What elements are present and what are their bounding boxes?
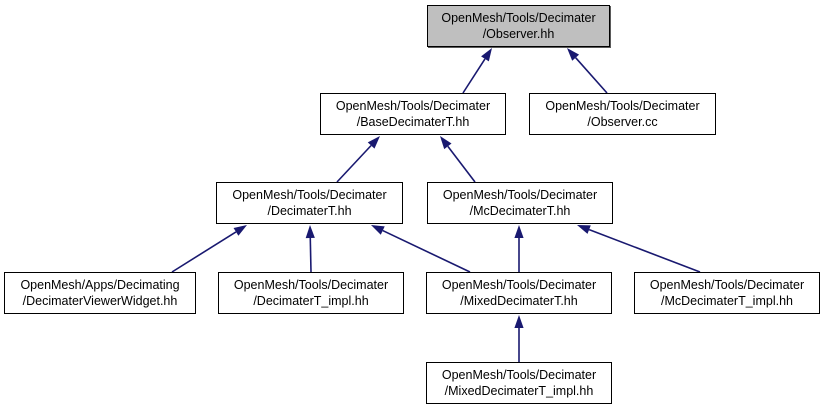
graph-node-label-line2: /Observer.cc bbox=[587, 115, 658, 129]
graph-edge-line bbox=[336, 144, 372, 183]
graph-edge-arrowhead bbox=[514, 225, 524, 238]
graph-node-label-line1: OpenMesh/Tools/Decimater bbox=[335, 99, 491, 113]
graph-node-label-line2: /MixedDecimaterT.hh bbox=[460, 294, 578, 308]
graph-node-observer-hh[interactable]: OpenMesh/Tools/Decimater/Observer.hh bbox=[427, 5, 610, 47]
graph-node-label-line2: /MixedDecimaterT_impl.hh bbox=[444, 384, 594, 398]
graph-node-basedecimatert-hh[interactable]: OpenMesh/Tools/Decimater/BaseDecimaterT.… bbox=[320, 93, 506, 135]
graph-node-decimaterviewerwidget-hh[interactable]: OpenMesh/Apps/Decimating/DecimaterViewer… bbox=[4, 272, 196, 314]
graph-node-decimatert-hh[interactable]: OpenMesh/Tools/Decimater/DecimaterT.hh bbox=[216, 182, 403, 224]
graph-node-label-line2: /DecimaterT_impl.hh bbox=[253, 294, 369, 308]
graph-node-mcdecimatert-impl-hh[interactable]: OpenMesh/Tools/Decimater/McDecimaterT_im… bbox=[634, 272, 820, 314]
graph-node-mixeddecimatert-hh[interactable]: OpenMesh/Tools/Decimater/MixedDecimaterT… bbox=[426, 272, 612, 314]
graph-edge-arrowhead bbox=[514, 315, 524, 328]
graph-edge-line bbox=[588, 228, 701, 273]
graph-node-label-line1: OpenMesh/Apps/Decimating bbox=[20, 278, 180, 292]
graph-node-label-line1: OpenMesh/Tools/Decimater bbox=[441, 278, 597, 292]
graph-edge-arrowhead bbox=[367, 136, 380, 149]
graph-edge-arrowhead bbox=[440, 136, 452, 150]
graph-edge-line bbox=[171, 231, 237, 273]
graph-node-decimatert-impl-hh[interactable]: OpenMesh/Tools/Decimater/DecimaterT_impl… bbox=[218, 272, 404, 314]
graph-node-label-line2: /DecimaterViewerWidget.hh bbox=[22, 294, 178, 308]
graph-edge-line bbox=[309, 237, 312, 273]
graph-node-label-line2: /McDecimaterT.hh bbox=[469, 204, 571, 218]
graph-edge-arrowhead bbox=[233, 225, 247, 236]
graph-node-label-line1: OpenMesh/Tools/Decimater bbox=[545, 99, 700, 113]
graph-edge-line bbox=[575, 57, 608, 94]
graph-node-label-line2: /McDecimaterT_impl.hh bbox=[661, 294, 793, 308]
graph-node-label-line1: OpenMesh/Tools/Decimater bbox=[441, 11, 596, 25]
graph-node-label-line2: /BaseDecimaterT.hh bbox=[356, 115, 470, 129]
graph-edge-line bbox=[462, 58, 486, 94]
graph-node-label-line1: OpenMesh/Tools/Decimater bbox=[441, 368, 597, 382]
graph-edge-line bbox=[447, 145, 476, 183]
graph-node-label-line1: OpenMesh/Tools/Decimater bbox=[442, 188, 598, 202]
graph-node-mcdecimatert-hh[interactable]: OpenMesh/Tools/Decimater/McDecimaterT.hh bbox=[427, 182, 613, 224]
graph-edge-arrowhead bbox=[481, 48, 492, 62]
graph-node-label-line2: /Observer.hh bbox=[482, 27, 555, 41]
graph-edge-arrowhead bbox=[305, 225, 315, 239]
graph-node-label-line1: OpenMesh/Tools/Decimater bbox=[232, 188, 387, 202]
graph-node-mixeddecimatert-impl-hh[interactable]: OpenMesh/Tools/Decimater/MixedDecimaterT… bbox=[426, 362, 612, 404]
graph-node-observer-cc[interactable]: OpenMesh/Tools/Decimater/Observer.cc bbox=[529, 93, 716, 135]
graph-edge-arrowhead bbox=[567, 48, 580, 61]
graph-node-label-line1: OpenMesh/Tools/Decimater bbox=[233, 278, 389, 292]
graph-edge-arrowhead bbox=[371, 225, 385, 235]
graph-edge-line bbox=[382, 229, 471, 273]
graph-node-label-line1: OpenMesh/Tools/Decimater bbox=[649, 278, 805, 292]
graph-node-label-line2: /DecimaterT.hh bbox=[267, 204, 352, 218]
graph-edge-arrowhead bbox=[577, 225, 591, 234]
